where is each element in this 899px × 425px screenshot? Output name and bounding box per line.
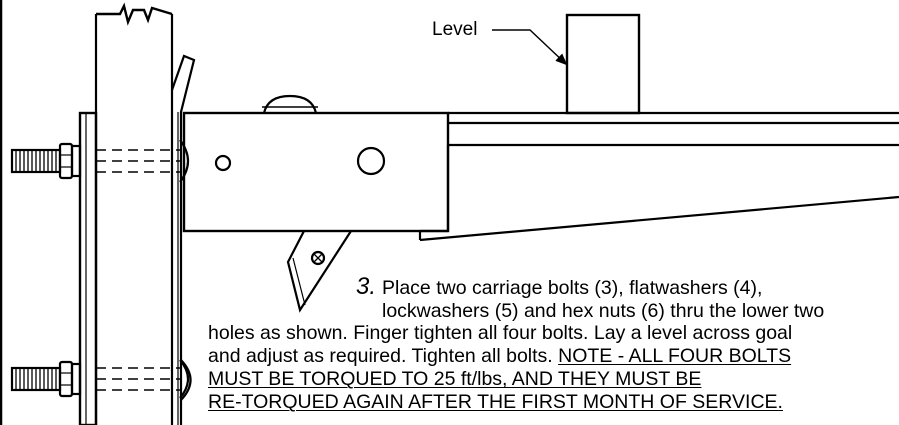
lower-cap — [180, 359, 192, 401]
bolt-dome-head — [262, 94, 318, 114]
instruction-line-4: and adjust as required. Tighten all bolt… — [208, 345, 792, 367]
gusset-fastener — [310, 250, 326, 266]
torque-note-line-2: MUST BE TORQUED TO 25 ft/lbs, AND THEY M… — [208, 368, 702, 390]
instruction-line-4-plain: and adjust as required. Tighten all bolt… — [208, 345, 553, 367]
arm-hole-large — [356, 146, 386, 176]
level-leader-line — [492, 29, 568, 66]
level-block — [565, 13, 641, 115]
lower-bolt-assembly — [10, 359, 190, 399]
level-label: Level — [432, 19, 478, 40]
instruction-line-2: lockwashers (5) and hex nuts (6) thru th… — [382, 300, 825, 322]
arm-receiver — [182, 111, 450, 233]
mounting-plate — [78, 111, 98, 425]
upright-post — [94, 2, 174, 425]
angled-bracket — [170, 54, 196, 425]
gusset-plate — [286, 230, 352, 313]
instruction-line-3: holes as shown. Finger tighten all four … — [208, 322, 793, 344]
upper-bolt-assembly — [10, 139, 190, 183]
extension-arm — [418, 111, 899, 242]
step-number: 3. — [356, 273, 377, 300]
instruction-line-1: Place two carriage bolts (3), flatwasher… — [382, 277, 763, 299]
arm-hole-small — [214, 154, 232, 172]
torque-note-heading: NOTE - ALL FOUR BOLTS — [558, 345, 792, 367]
torque-note-line-3: RE-TORQUED AGAIN AFTER THE FIRST MONTH O… — [208, 391, 783, 413]
